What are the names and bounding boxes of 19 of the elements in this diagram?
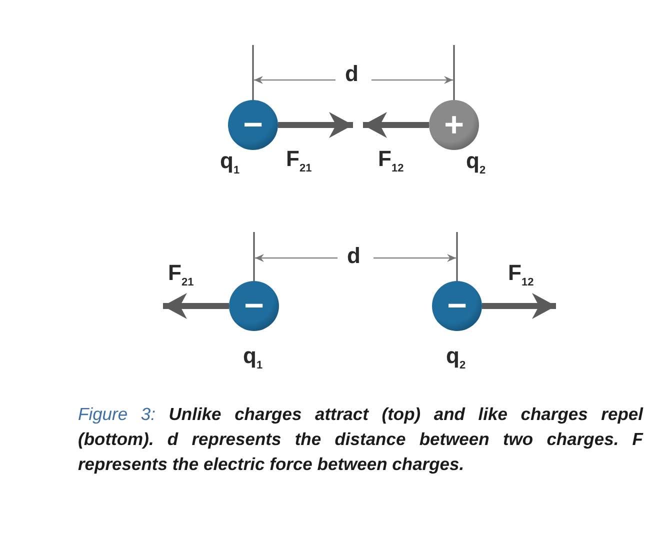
charge-label: q$_{2}$ <box>466 150 486 176</box>
charge-sign: − <box>244 289 264 323</box>
force-label: F$_{21}$ <box>168 262 194 288</box>
charge-circle <box>429 100 479 150</box>
charge-circle <box>228 100 278 150</box>
charge-label: q$_{2}$ <box>446 345 466 372</box>
charge-label: q$_{1}$ <box>220 150 240 176</box>
distance-label: d <box>345 63 358 85</box>
charge-circle <box>432 281 482 331</box>
charge-sign: − <box>243 108 263 142</box>
distance-label: d <box>347 245 360 267</box>
force-label: F$_{12}$ <box>378 148 404 174</box>
charge-sign: + <box>444 108 464 142</box>
figure-caption: Figure 3: Unlike charges attract (top) and like charges repel (bottom). d represents the distance between two charges. F represents the electric force between charges. <box>78 403 643 476</box>
charge-circle <box>229 281 279 331</box>
charge-label: q$_{1}$ <box>243 345 263 372</box>
force-label: F$_{12}$ <box>508 262 534 288</box>
charge-sign: − <box>447 289 467 323</box>
force-label: F$_{21}$ <box>286 148 312 174</box>
